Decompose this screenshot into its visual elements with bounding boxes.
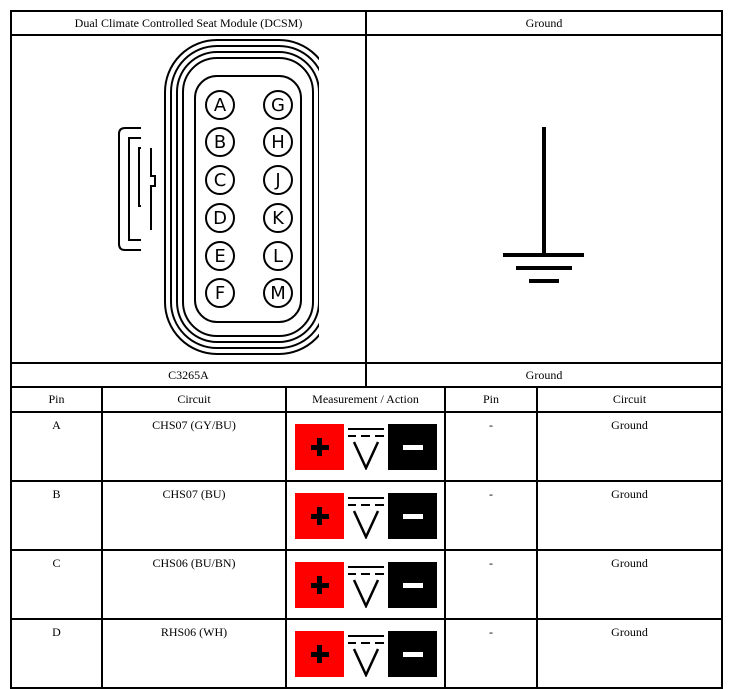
pin-b-label: B xyxy=(213,132,225,153)
pin-g-label: G xyxy=(271,95,285,116)
positive-probe-icon xyxy=(294,561,344,608)
row-pin: A xyxy=(10,411,103,482)
row-pin-2: - xyxy=(444,480,538,551)
ground-symbol-icon xyxy=(503,127,584,283)
table-row: D RHS06 (WH) - Ground xyxy=(10,618,723,689)
negative-probe-icon xyxy=(387,561,437,608)
row-circuit: RHS06 (WH) xyxy=(101,618,287,689)
row-circuit: CHS07 (GY/BU) xyxy=(101,411,287,482)
connector-face-icon: A B C D E F G H xyxy=(117,39,332,355)
pin-f-label: F xyxy=(214,283,224,304)
connector-id: C3265A xyxy=(10,362,367,388)
voltmeter xyxy=(294,561,437,608)
row-pin-2: - xyxy=(444,411,538,482)
header-pin: Pin xyxy=(10,386,103,413)
negative-probe-icon xyxy=(387,492,437,539)
pin-l-label: L xyxy=(272,246,282,267)
row-circuit: CHS07 (BU) xyxy=(101,480,287,551)
pin-table: Pin Circuit Measurement / Action Pin Cir… xyxy=(10,386,723,689)
header-circuit-2: Circuit xyxy=(536,386,723,413)
positive-probe-icon xyxy=(294,492,344,539)
dc-voltage-icon xyxy=(347,565,384,608)
connector-header-table: Dual Climate Controlled Seat Module (DCS… xyxy=(10,10,723,388)
ground-label: Ground xyxy=(365,362,723,388)
table-row: B CHS07 (BU) - Ground xyxy=(10,480,723,551)
table-row: A CHS07 (GY/BU) - Ground xyxy=(10,411,723,482)
negative-probe-icon xyxy=(387,423,437,470)
pin-j-label: J xyxy=(274,170,280,191)
row-pin-2: - xyxy=(444,549,538,620)
row-circuit: CHS06 (BU/BN) xyxy=(101,549,287,620)
row-pin: C xyxy=(10,549,103,620)
positive-probe-icon xyxy=(294,423,344,470)
row-circuit-2: Ground xyxy=(536,480,723,551)
pin-k-label: K xyxy=(272,208,285,229)
header-circuit: Circuit xyxy=(101,386,287,413)
positive-probe-icon xyxy=(294,630,344,677)
pin-c-label: C xyxy=(213,170,226,191)
pin-e-label: E xyxy=(214,246,225,267)
negative-probe-icon xyxy=(387,630,437,677)
row-pin-2: - xyxy=(444,618,538,689)
row-circuit-2: Ground xyxy=(536,618,723,689)
row-pin: D xyxy=(10,618,103,689)
header-pin-2: Pin xyxy=(444,386,538,413)
voltmeter xyxy=(294,492,437,539)
pin-h-label: H xyxy=(271,132,285,153)
pin-a-label: A xyxy=(213,95,226,116)
module-title: Dual Climate Controlled Seat Module (DCS… xyxy=(10,10,367,36)
row-measurement xyxy=(285,549,446,620)
pin-table-header: Pin Circuit Measurement / Action Pin Cir… xyxy=(10,386,723,413)
ground-title: Ground xyxy=(365,10,723,36)
row-measurement xyxy=(285,618,446,689)
header-measurement: Measurement / Action xyxy=(285,386,446,413)
pin-d-label: D xyxy=(213,208,227,229)
table-row: C CHS06 (BU/BN) - Ground xyxy=(10,549,723,620)
ground-symbol-cell xyxy=(365,34,723,364)
dc-voltage-icon xyxy=(347,634,384,677)
connector-diagram: Dual Climate Controlled Seat Module (DCS… xyxy=(10,10,723,689)
voltmeter xyxy=(294,630,437,677)
voltmeter xyxy=(294,423,437,470)
row-circuit-2: Ground xyxy=(536,549,723,620)
row-measurement xyxy=(285,411,446,482)
dc-voltage-icon xyxy=(347,427,384,470)
row-measurement xyxy=(285,480,446,551)
row-pin: B xyxy=(10,480,103,551)
dc-voltage-icon xyxy=(347,496,384,539)
pin-m-label: M xyxy=(270,283,286,304)
row-circuit-2: Ground xyxy=(536,411,723,482)
connector-face-cell: A B C D E F G H xyxy=(10,34,367,364)
